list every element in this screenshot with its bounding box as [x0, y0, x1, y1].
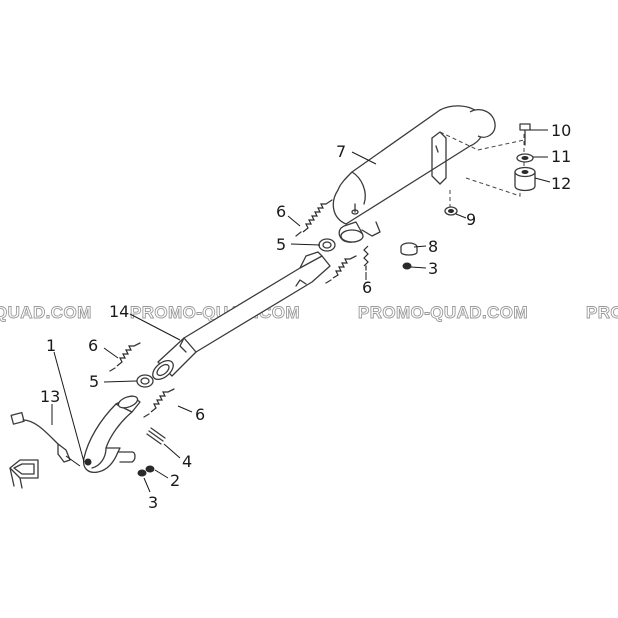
clamp-part-8: [400, 242, 418, 270]
spring-lower-right: [143, 388, 175, 418]
callout-9: 9: [466, 210, 476, 229]
callout-5-upper: 5: [276, 235, 286, 254]
mount-hardware: [514, 123, 536, 192]
gasket-strip-part-4: [146, 427, 166, 445]
callout-3-lower: 3: [148, 493, 158, 512]
nut-part-2: [145, 465, 155, 473]
watermark-layer: QUAD.COM PROMO-QUAD.COM PROMO-QUAD.COM P…: [0, 303, 618, 323]
front-direction-arrow-icon: [9, 459, 39, 489]
rubber-bushing: [514, 171, 536, 192]
nut-part-9: [444, 206, 458, 216]
callout-14: 14: [109, 302, 129, 321]
nut-part-3-lower: [137, 469, 147, 477]
gasket-lower: [136, 374, 154, 388]
callout-13: 13: [40, 387, 60, 406]
callout-3-upper: 3: [428, 259, 438, 278]
callout-10: 10: [551, 121, 571, 140]
callout-labels: 10 11 12 7 9 6 5 8 3 6 14 1 6 5 13 6 4 2…: [40, 121, 571, 512]
callout-11: 11: [551, 147, 571, 166]
watermark-center-right: PROMO-QUAD.COM: [358, 303, 528, 322]
spring-lower-left: [109, 342, 141, 372]
callout-2: 2: [170, 471, 180, 490]
callout-7: 7: [336, 142, 346, 161]
callout-6-left: 6: [88, 336, 98, 355]
spring-upper: [295, 199, 333, 237]
watermark-right: PRO: [586, 303, 618, 322]
sensor-wire-part: [10, 411, 81, 467]
header-pipe-part: [82, 395, 141, 474]
callout-6-right: 6: [195, 405, 205, 424]
callout-4: 4: [182, 452, 192, 471]
middle-pipe-part: [152, 251, 331, 381]
callout-6-upper: 6: [276, 202, 286, 221]
callout-12: 12: [551, 174, 571, 193]
watermark-left: QUAD.COM: [0, 303, 92, 322]
callout-1: 1: [46, 336, 56, 355]
gasket-upper: [318, 238, 336, 252]
callout-6-mid: 6: [362, 278, 372, 297]
leader-lines: [51, 129, 551, 493]
spring-mid: [325, 245, 369, 284]
bolt-head: [519, 123, 531, 131]
callout-8: 8: [428, 237, 438, 256]
callout-5-lower: 5: [89, 372, 99, 391]
